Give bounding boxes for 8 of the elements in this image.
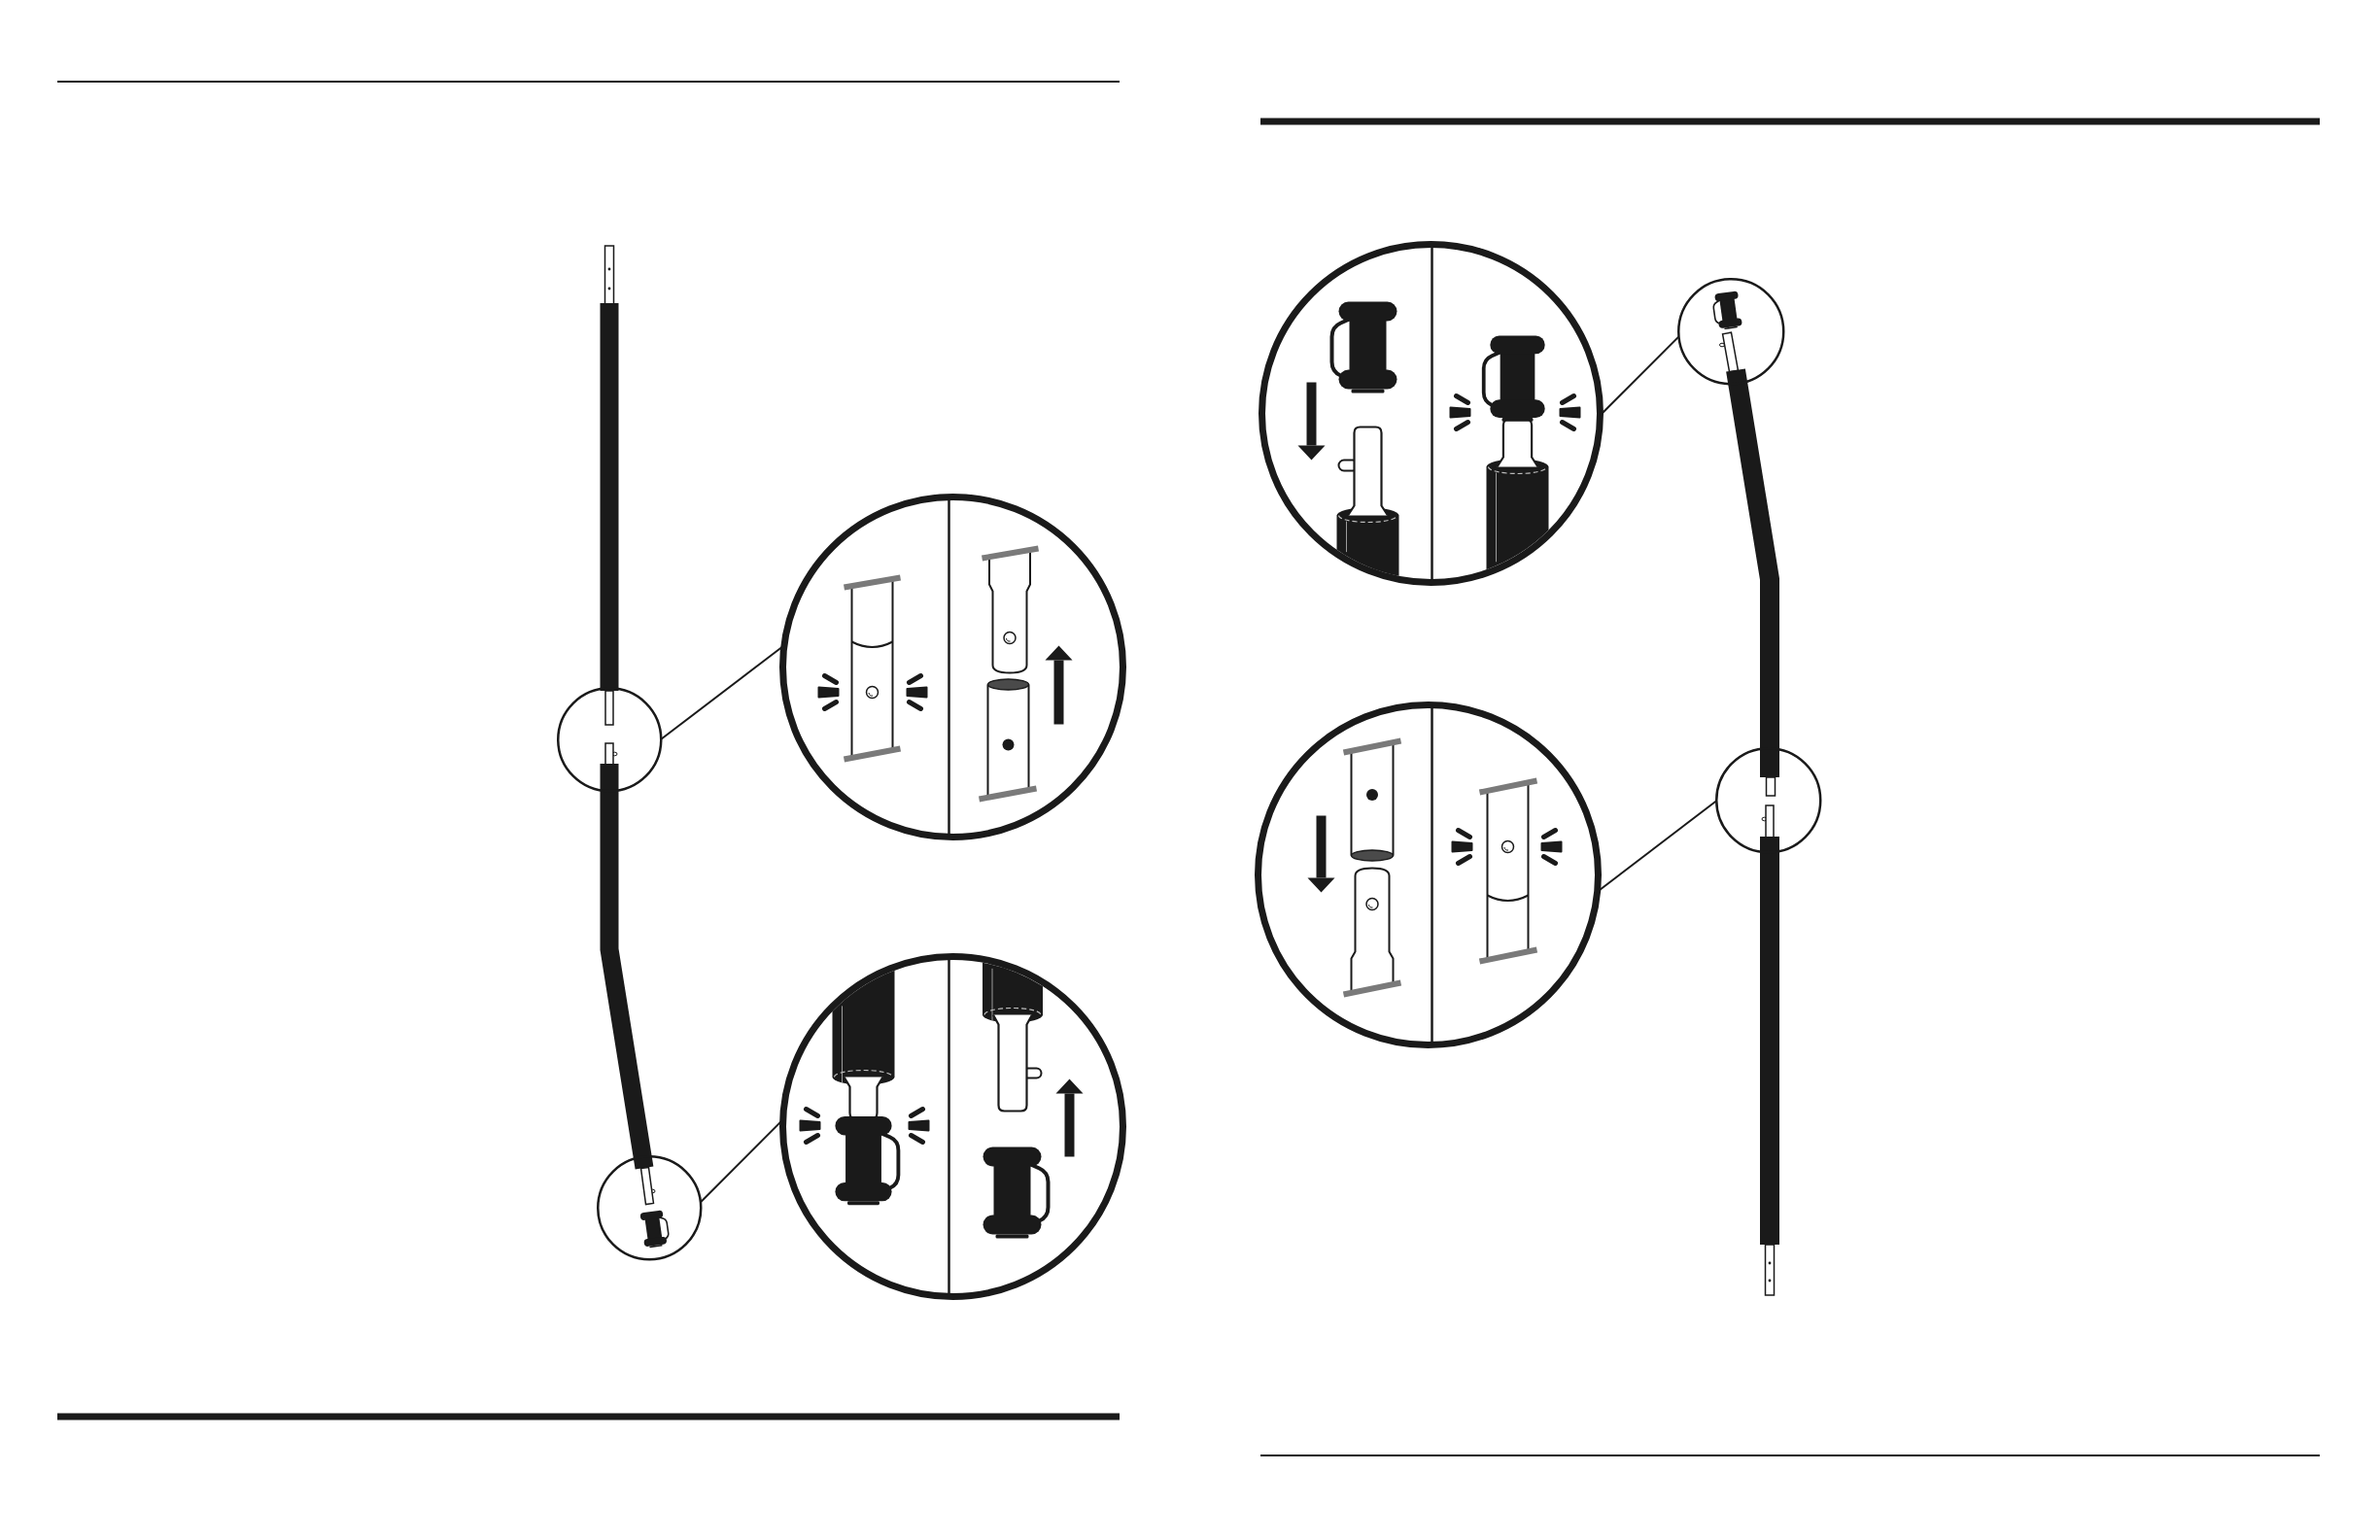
detail-circle bbox=[1258, 240, 1604, 586]
detail-circle bbox=[778, 952, 1126, 1300]
callout-circle bbox=[1676, 277, 1785, 386]
detail-circle bbox=[778, 493, 1126, 840]
callout-circle bbox=[1715, 747, 1822, 854]
callout-circle bbox=[596, 1154, 703, 1261]
callout-circle bbox=[556, 686, 663, 793]
detail-circle bbox=[1254, 701, 1602, 1048]
